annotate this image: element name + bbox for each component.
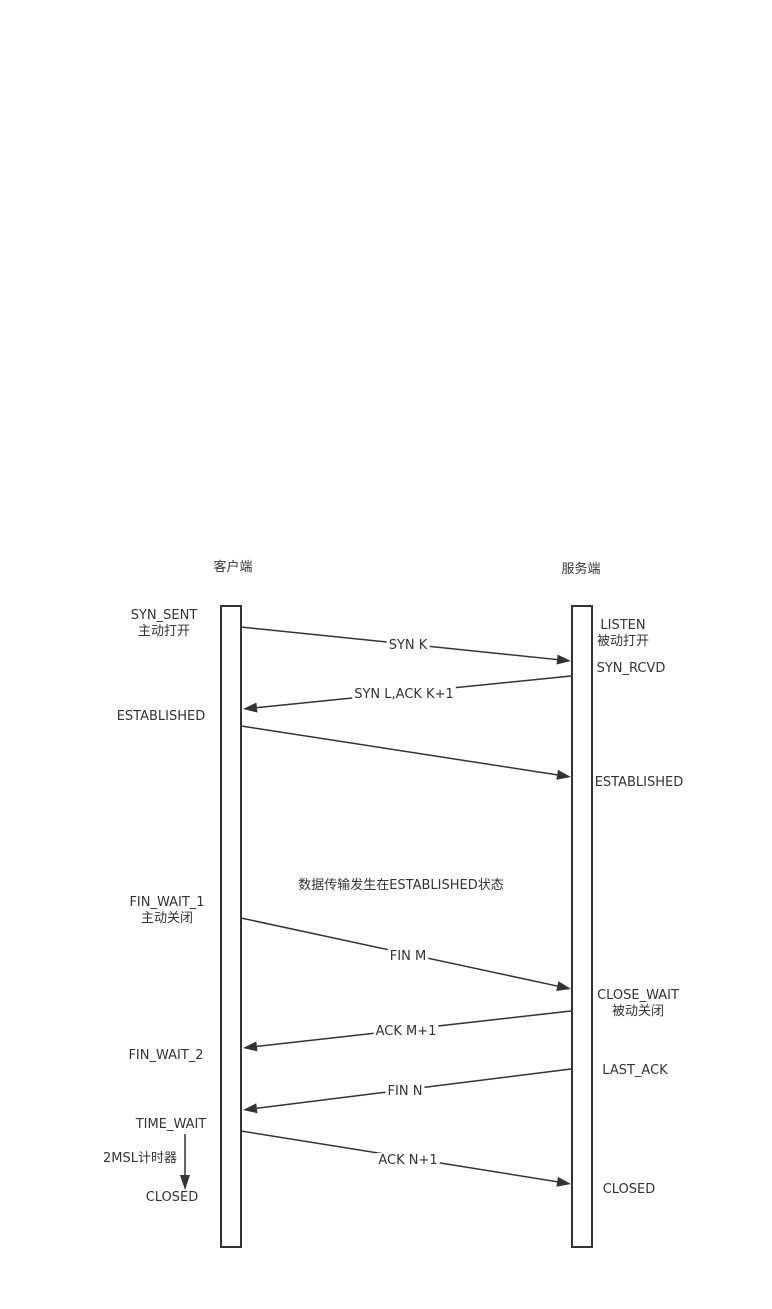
client-state-syn-sent: SYN_SENT [131, 608, 198, 623]
server-note-passive-open: 被动打开 [597, 634, 649, 649]
server-note-passive-close: 被动关闭 [612, 1004, 664, 1019]
client-note-active-close: 主动关闭 [141, 911, 193, 926]
client-state-fin-wait-2: FIN_WAIT_2 [128, 1048, 203, 1063]
message-label: FIN M [390, 949, 426, 964]
message-2: SYN L,ACK K+1 [243, 675, 572, 713]
timer-arrow [180, 1134, 190, 1190]
server-state-syn-rcvd: SYN_RCVD [597, 661, 666, 676]
message-4: FIN M [240, 917, 571, 991]
message-5: ACK M+1 [243, 1010, 572, 1052]
message-label-background [386, 638, 430, 653]
server-title: 服务端 [561, 561, 600, 577]
server-state-listen: LISTEN [600, 618, 645, 633]
message-label: ACK N+1 [378, 1153, 437, 1168]
client-note-active-open: 主动打开 [138, 624, 190, 639]
message-label: FIN N [388, 1084, 423, 1099]
arrow-head-icon [556, 769, 571, 780]
message-label-background [385, 1084, 425, 1099]
message-label: SYN L,ACK K+1 [354, 687, 454, 702]
server-lifeline [571, 605, 593, 1248]
arrow-head-icon [243, 1041, 258, 1052]
arrow-head-icon [243, 1103, 258, 1114]
client-note-2msl-timer: 2MSL计时器 [103, 1151, 177, 1166]
message-label-background [373, 1024, 439, 1039]
client-state-closed: CLOSED [146, 1190, 199, 1205]
server-state-close-wait: CLOSE_WAIT [597, 988, 679, 1003]
message-1: SYN K [240, 626, 571, 665]
arrow-head-icon [556, 654, 571, 665]
arrow-head-icon [556, 1176, 571, 1187]
message-3 [240, 725, 571, 780]
server-state-last-ack: LAST_ACK [602, 1063, 668, 1078]
arrow-head-icon [556, 981, 571, 991]
message-6: FIN N [243, 1068, 572, 1114]
message-line [240, 725, 558, 776]
message-label-background [387, 949, 429, 964]
client-state-time-wait: TIME_WAIT [135, 1117, 207, 1132]
arrow-head-icon [243, 702, 258, 713]
client-lifeline [220, 605, 242, 1248]
message-label-background [376, 1153, 440, 1168]
message-label: ACK M+1 [376, 1024, 437, 1039]
message-7: ACK N+1 [240, 1130, 571, 1187]
server-state-established: ESTABLISHED [595, 775, 684, 790]
server-state-closed: CLOSED [603, 1182, 656, 1197]
message-label-background [352, 687, 456, 702]
client-state-fin-wait-1: FIN_WAIT_1 [129, 895, 204, 910]
client-state-established: ESTABLISHED [117, 709, 206, 724]
client-title: 客户端 [213, 559, 252, 575]
message-label: SYN K [389, 638, 428, 653]
data-transfer-note: 数据传输发生在ESTABLISHED状态 [298, 877, 504, 893]
